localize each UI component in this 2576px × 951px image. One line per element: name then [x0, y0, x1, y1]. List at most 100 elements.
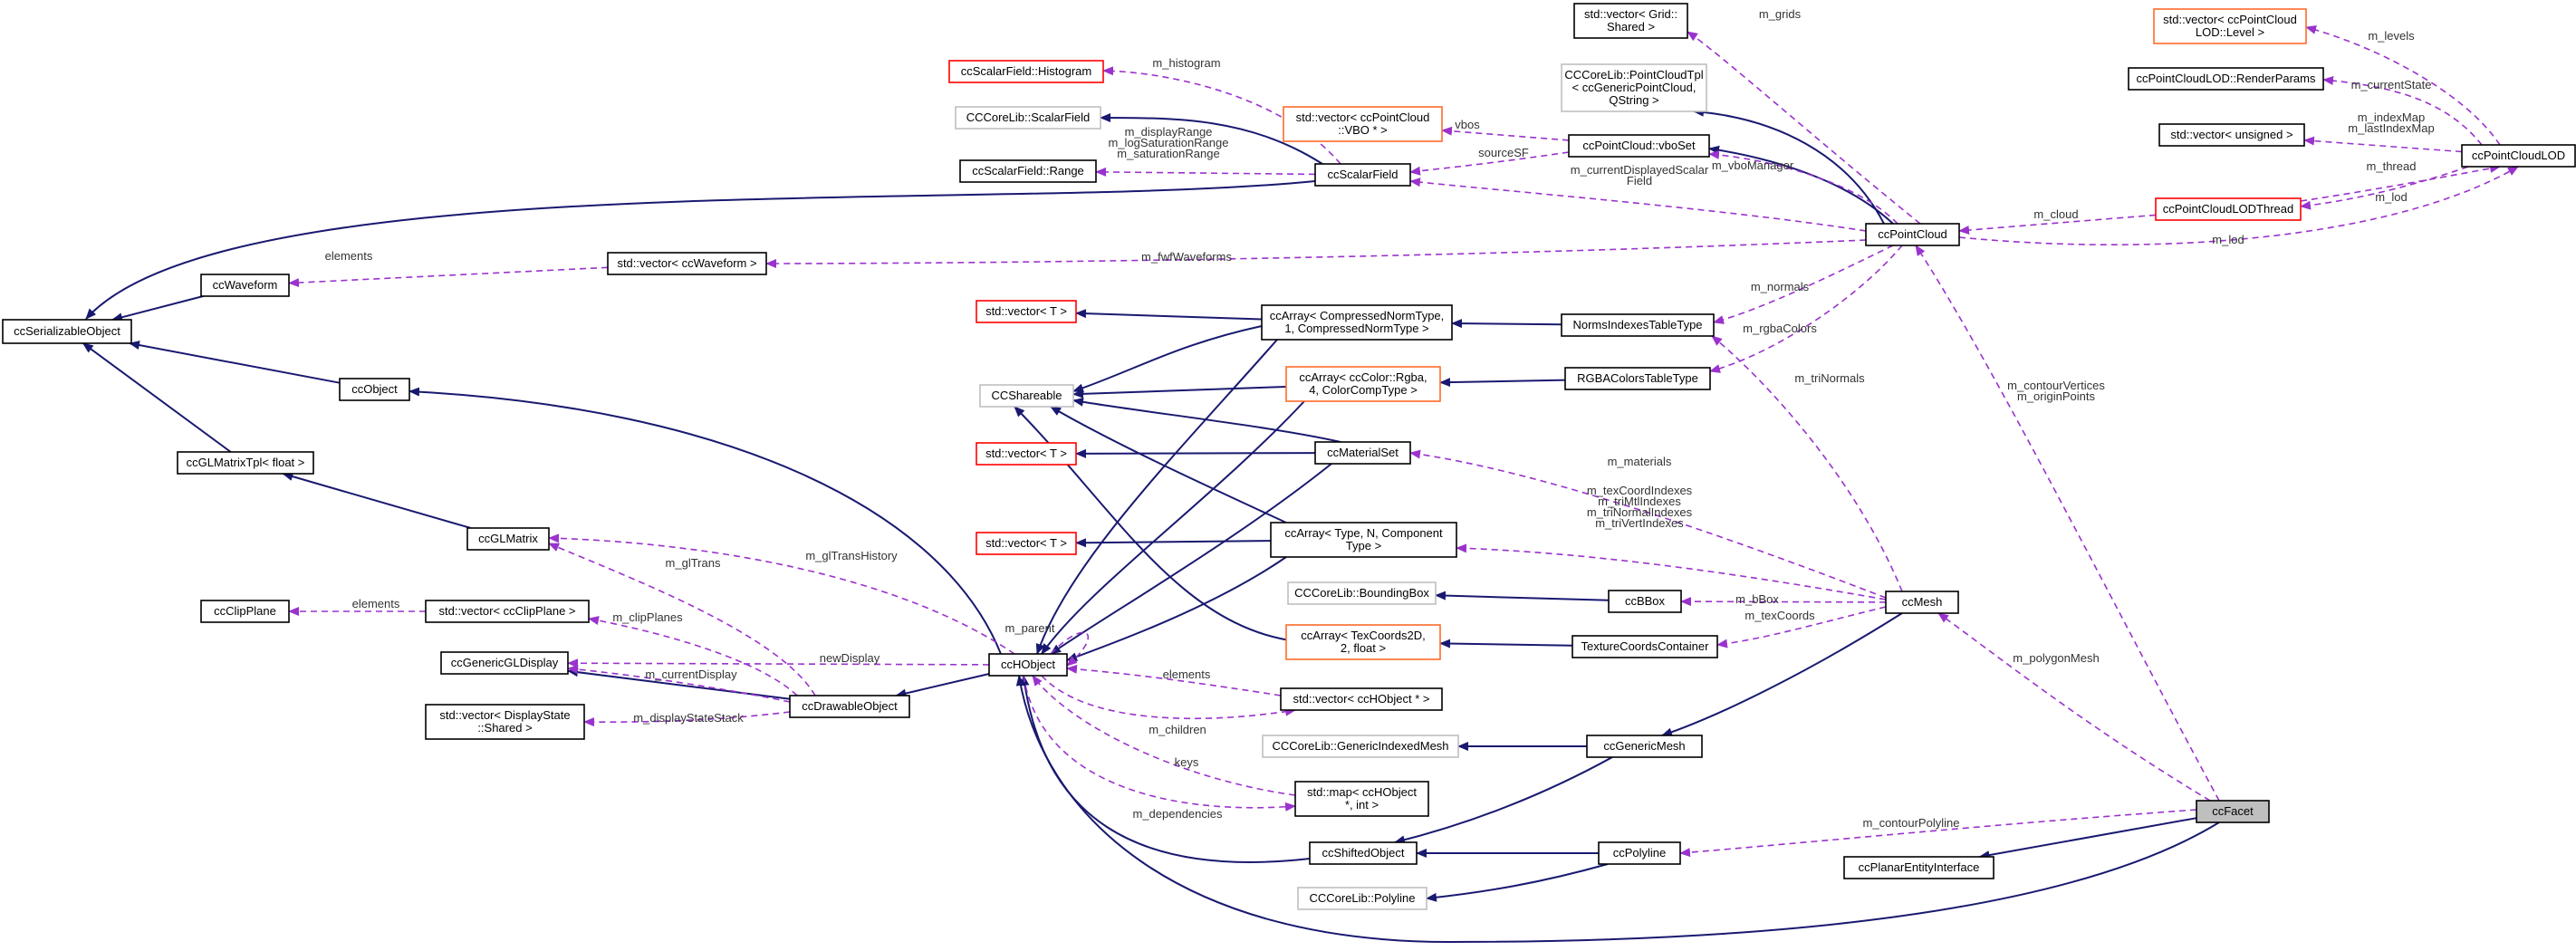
class-node-genmesh[interactable]: ccGenericMesh — [1586, 735, 1703, 758]
class-node-label: ::Shared > — [477, 721, 532, 735]
class-node-histogram[interactable]: ccScalarField::Histogram — [948, 60, 1104, 83]
edge-label-l_contourpoly: m_contourPolyline — [1863, 816, 1960, 830]
class-node-cc_polyline[interactable]: CCCoreLib::Polyline — [1297, 887, 1427, 910]
class-node-rgbacolors[interactable]: RGBAColorsTableType — [1564, 367, 1711, 390]
class-node-planar[interactable]: ccPlanarEntityInterface — [1843, 856, 1994, 879]
class-node-label: ccPointCloud::vboSet — [1582, 139, 1696, 152]
edge-label-text: m_bBox — [1735, 592, 1779, 606]
class-node-vec_T1[interactable]: std::vector< T > — [976, 300, 1077, 323]
class-node-label: ccArray< ccColor::Rgba, — [1299, 370, 1427, 384]
class-node-arr_tex[interactable]: ccArray< TexCoords2D,2, float > — [1285, 624, 1441, 660]
class-node-cc_scalarfield[interactable]: CCCoreLib::ScalarField — [955, 106, 1101, 130]
usage-edge-drawable-to-glmatrix — [548, 543, 816, 696]
class-node-label: std::vector< T > — [985, 536, 1067, 550]
class-node-genericgldisplay[interactable]: ccGenericGLDisplay — [440, 651, 569, 675]
class-node-box — [1314, 441, 1411, 465]
class-node-shareable[interactable]: CCShareable — [979, 384, 1074, 408]
inheritance-edge-pointcloud-to-pctpl — [1693, 107, 1885, 225]
class-node-drawable[interactable]: ccDrawableObject — [789, 695, 910, 718]
inheritance-edge-mesh-to-genmesh — [1661, 612, 1903, 737]
class-node-vec_waveform[interactable]: std::vector< ccWaveform > — [607, 252, 767, 275]
class-node-box — [2461, 144, 2576, 168]
class-node-object[interactable]: ccObject — [339, 378, 410, 401]
class-node-normsidx[interactable]: NormsIndexesTableType — [1561, 313, 1715, 337]
class-node-label: ccShiftedObject — [1322, 846, 1404, 860]
edge-label-text: m_lastIndexMap — [2348, 121, 2434, 135]
class-node-lodthread[interactable]: ccPointCloudLODThread — [2155, 197, 2302, 221]
edge-label-l_cloud: m_cloud — [2033, 207, 2078, 221]
class-node-box — [1564, 367, 1711, 390]
class-node-label: TextureCoordsContainer — [1581, 639, 1710, 653]
class-node-box — [988, 653, 1068, 677]
class-node-arr_rgba[interactable]: ccArray< ccColor::Rgba,4, ColorCompType … — [1285, 366, 1441, 402]
usage-edge-facet-to-pointcloud — [1915, 245, 2220, 802]
class-node-label: ccGenericGLDisplay — [451, 656, 559, 669]
class-node-box — [1261, 304, 1453, 341]
class-node-vec_hobject[interactable]: std::vector< ccHObject * > — [1280, 687, 1443, 711]
class-node-label: NormsIndexesTableType — [1572, 318, 1702, 331]
class-node-pointcloud[interactable]: ccPointCloud — [1865, 223, 1960, 246]
class-node-label: std::vector< unsigned > — [2170, 128, 2292, 141]
class-node-mesh[interactable]: ccMesh — [1885, 591, 1959, 614]
edge-label-text: m_grids — [1759, 7, 1802, 21]
edge-label-text: Field — [1627, 174, 1652, 187]
class-node-label: CCShareable — [991, 389, 1062, 402]
class-node-facet[interactable]: ccFacet — [2196, 800, 2270, 823]
edge-label-text: m_children — [1149, 723, 1206, 736]
class-node-lod_level[interactable]: std::vector< ccPointCloudLOD::Level > — [2153, 8, 2307, 44]
class-node-hobject[interactable]: ccHObject — [988, 653, 1068, 677]
usage-edge-pointcloud-to-vec_waveform — [765, 239, 1867, 268]
edge-label-text: elements — [325, 249, 373, 263]
edge-label-text: m_lod — [2375, 190, 2407, 204]
class-node-sf_range[interactable]: ccScalarField::Range — [959, 159, 1097, 183]
class-node-label: ccPolyline — [1613, 846, 1667, 860]
class-node-pctpl[interactable]: CCCoreLib::PointCloudTpl< ccGenericPoint… — [1561, 63, 1707, 112]
class-node-box — [425, 704, 585, 740]
class-node-vec_T2[interactable]: std::vector< T > — [976, 442, 1077, 466]
class-node-vec_vbo[interactable]: std::vector< ccPointCloud::VBO * > — [1283, 106, 1443, 142]
usage-edge-lodthread-to-lod — [2300, 164, 2501, 202]
class-node-label: ccScalarField::Histogram — [961, 64, 1092, 78]
class-node-vec_T3[interactable]: std::vector< T > — [976, 532, 1077, 555]
class-node-vec_displaystate[interactable]: std::vector< DisplayState::Shared > — [425, 704, 585, 740]
edge-label-l_elements_ho: elements — [1163, 668, 1211, 681]
class-node-label: ccBBox — [1625, 594, 1666, 608]
usage-edge-hobject-to-genericgldisplay — [567, 658, 990, 668]
edge-label-l_clipplanes: m_clipPlanes — [612, 610, 683, 624]
class-node-label: std::vector< ccPointCloud — [2163, 13, 2297, 26]
class-node-label: ccPointCloudLOD — [2472, 149, 2565, 162]
class-node-serializable[interactable]: ccSerializableObject — [2, 319, 132, 344]
class-node-box — [789, 695, 910, 718]
class-node-vec_clipplane[interactable]: std::vector< ccClipPlane > — [425, 600, 590, 623]
class-node-clipplane[interactable]: ccClipPlane — [200, 600, 290, 623]
class-node-label: ccGenericMesh — [1603, 739, 1685, 753]
class-node-bbox_cc[interactable]: CCCoreLib::BoundingBox — [1287, 581, 1437, 605]
class-node-materialset[interactable]: ccMaterialSet — [1314, 441, 1411, 465]
class-node-bbox[interactable]: ccBBox — [1608, 590, 1682, 613]
class-node-box — [339, 378, 410, 401]
class-node-shifted[interactable]: ccShiftedObject — [1309, 841, 1418, 865]
class-node-map_hobject[interactable]: std::map< ccHObject*, int > — [1294, 781, 1429, 817]
edge-label-text: sourceSF — [1478, 146, 1529, 159]
class-node-cc_genmesh[interactable]: CCCoreLib::GenericIndexedMesh — [1262, 735, 1459, 758]
edge-label-text: m_dependencies — [1132, 807, 1223, 821]
class-node-arr_norm[interactable]: ccArray< CompressedNormType,1, Compresse… — [1261, 304, 1453, 341]
class-node-polyline[interactable]: ccPolyline — [1598, 841, 1681, 865]
edge-label-text: m_parent — [1005, 621, 1055, 635]
class-node-vec_grid[interactable]: std::vector< Grid::Shared > — [1573, 3, 1688, 39]
class-node-glmatrix[interactable]: ccGLMatrix — [466, 527, 550, 551]
usage-edge-mesh-to-texcont — [1716, 606, 1887, 648]
class-node-lod[interactable]: ccPointCloudLOD — [2461, 144, 2576, 168]
class-node-waveform[interactable]: ccWaveform — [200, 274, 290, 297]
usage-edge-facet-to-mesh — [1937, 612, 2211, 802]
class-node-glmatrixtpl[interactable]: ccGLMatrixTpl< float > — [177, 451, 314, 475]
class-node-texcont[interactable]: TextureCoordsContainer — [1572, 635, 1718, 658]
class-node-vec_unsigned[interactable]: std::vector< unsigned > — [2158, 123, 2305, 147]
inheritance-edge-facet-to-hobject — [1015, 675, 2220, 944]
class-node-box — [1314, 163, 1411, 187]
class-node-scalarfield[interactable]: ccScalarField — [1314, 163, 1411, 187]
class-node-label: std::map< ccHObject — [1307, 785, 1417, 799]
class-node-vboset[interactable]: ccPointCloud::vboSet — [1568, 134, 1710, 158]
class-node-lod_render[interactable]: ccPointCloudLOD::RenderParams — [2128, 67, 2324, 91]
